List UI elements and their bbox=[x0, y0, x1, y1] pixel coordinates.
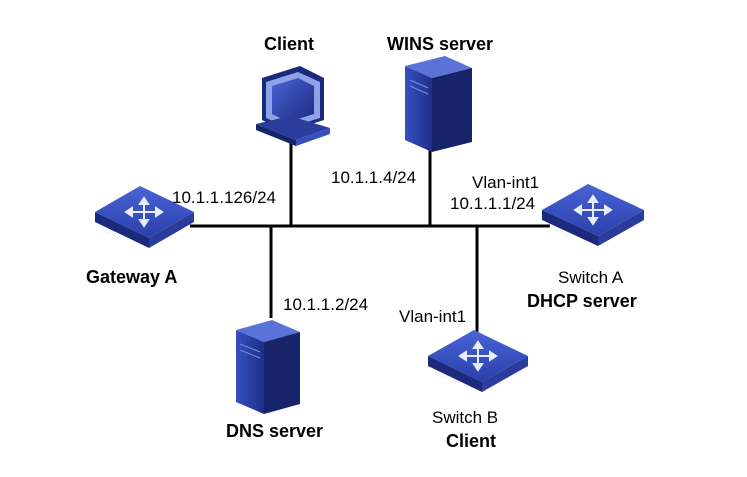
wins-ip-label: 10.1.1.4/24 bbox=[331, 168, 416, 187]
dns-ip-label: 10.1.1.2/24 bbox=[283, 295, 368, 314]
switch-b-name-label: Switch B bbox=[432, 408, 498, 427]
switch-a-ip-label: 10.1.1.1/24 bbox=[450, 194, 535, 213]
gateway-ip-label: 10.1.1.126/24 bbox=[172, 188, 276, 207]
switch-b-role-label: Client bbox=[446, 431, 496, 451]
switch-b-icon bbox=[428, 330, 528, 392]
wins-server-icon bbox=[405, 56, 472, 152]
dns-server-label: DNS server bbox=[226, 421, 323, 441]
wins-server-label: WINS server bbox=[387, 34, 493, 54]
gateway-a-label: Gateway A bbox=[86, 267, 177, 287]
client-top-label: Client bbox=[264, 34, 314, 54]
dns-server-icon bbox=[236, 320, 300, 414]
switch-a-icon bbox=[542, 184, 644, 246]
switch-b-vlan-label: Vlan-int1 bbox=[399, 307, 466, 326]
switch-a-role-label: DHCP server bbox=[527, 291, 637, 311]
switch-a-vlan-label: Vlan-int1 bbox=[472, 173, 539, 192]
switch-a-name-label: Switch A bbox=[558, 268, 624, 287]
gateway-a-switch-icon bbox=[95, 186, 194, 248]
client-pc-icon bbox=[256, 66, 330, 146]
links bbox=[190, 140, 550, 332]
